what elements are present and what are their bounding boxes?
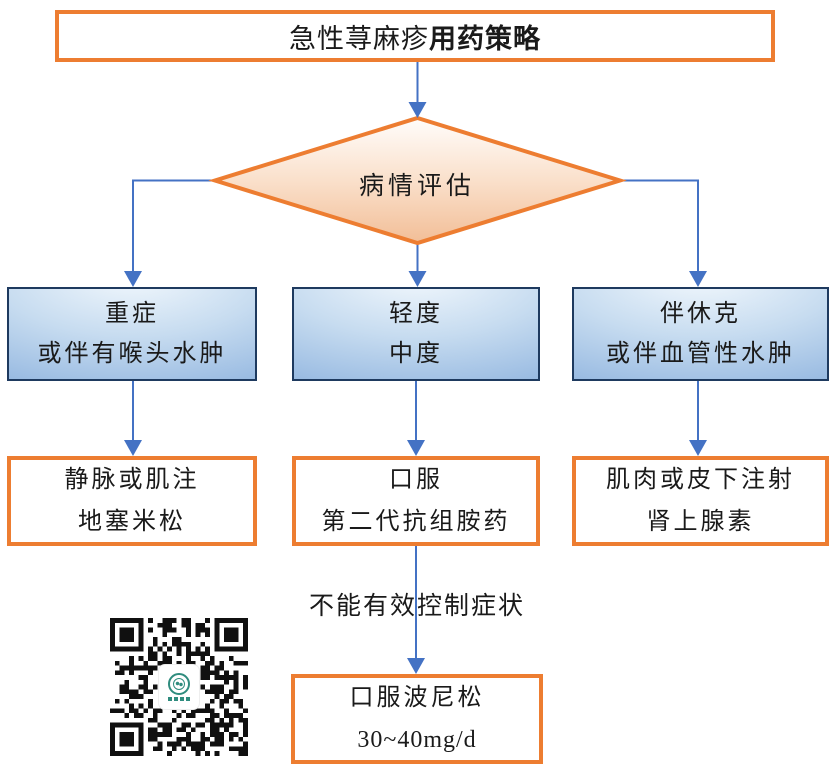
condition-line: 或伴血管性水肿	[606, 341, 795, 367]
condition-line: 伴休克	[660, 301, 741, 327]
treatment-line: 肌肉或皮下注射	[606, 467, 795, 493]
condition-line: 重症	[105, 301, 159, 327]
qr-logo-caption	[168, 697, 190, 701]
treatment-line: 地塞米松	[78, 509, 186, 535]
condition-box-shock: 伴休克 或伴血管性水肿	[572, 287, 829, 381]
page-title: 急性荨麻疹用药策略	[289, 23, 541, 54]
condition-box-mild-moderate: 轻度 中度	[292, 287, 540, 381]
condition-line: 或伴有喉头水肿	[37, 341, 227, 367]
title-box: 急性荨麻疹用药策略	[55, 10, 775, 62]
qr-center-logo	[159, 665, 199, 709]
treatment-box-prednisone: 口服波尼松 30~40mg/d	[291, 674, 543, 764]
condition-line: 轻度	[389, 301, 443, 327]
treatment-line: 第二代抗组胺药	[321, 509, 511, 535]
condition-box-severe: 重症 或伴有喉头水肿	[7, 287, 257, 381]
qr-code-pattern	[110, 618, 248, 756]
dose-line: 30~40mg/d	[357, 727, 477, 753]
treatment-box-epinephrine: 肌肉或皮下注射 肾上腺素	[572, 456, 829, 546]
treatment-line: 口服波尼松	[349, 685, 485, 711]
treatment-box-dexamethasone: 静脉或肌注 地塞米松	[7, 456, 257, 546]
qr-code	[110, 618, 248, 756]
treatment-line: 静脉或肌注	[64, 467, 200, 493]
qr-logo-emblem-icon	[168, 673, 190, 695]
decision-label: 病情评估	[358, 173, 475, 200]
treatment-box-antihistamine: 口服 第二代抗组胺药	[292, 456, 540, 546]
condition-line: 中度	[389, 341, 443, 367]
escalation-label: 不能有效控制症状	[308, 593, 525, 620]
treatment-line: 口服	[389, 467, 443, 493]
treatment-line: 肾上腺素	[646, 509, 755, 535]
